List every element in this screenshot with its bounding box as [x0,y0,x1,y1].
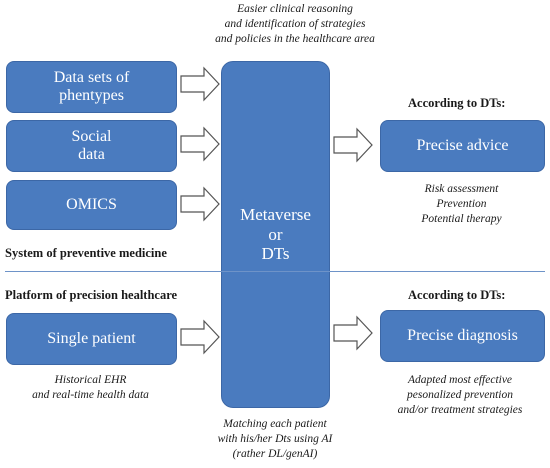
single-patient-box: Single patient [6,313,177,365]
arrow-right-icon [180,319,220,355]
omics-box: OMICS [6,180,177,230]
metaverse-dts-box: Metaverse or DTs [221,61,330,408]
precise-diagnosis-box: Precise diagnosis [380,310,545,362]
arrow-right-icon [333,127,373,163]
social-data-box: Social data [6,120,177,172]
upper-output-note: Risk assessment Prevention Potential the… [421,183,502,225]
top-note: Easier clinical reasoning and identifica… [215,3,375,45]
datasets-box: Data sets of phentypes [6,61,177,113]
lower-section-label: Platform of precision healthcare [5,288,178,302]
arrow-right-icon [180,186,220,222]
section-divider [5,271,545,272]
upper-section-label: System of preventive medicine [5,246,167,260]
arrow-right-icon [333,315,373,351]
upper-heading: According to DTs: [408,96,506,110]
precise-advice-box: Precise advice [380,120,545,172]
lower-heading: According to DTs: [408,288,506,302]
patient-note: Historical EHR and real-time health data [32,374,149,401]
arrow-right-icon [180,126,220,162]
lower-output-note: Adapted most effective pesonalized preve… [397,374,523,416]
arrow-right-icon [180,66,220,102]
bottom-note: Matching each patient with his/her Dts u… [217,418,333,460]
